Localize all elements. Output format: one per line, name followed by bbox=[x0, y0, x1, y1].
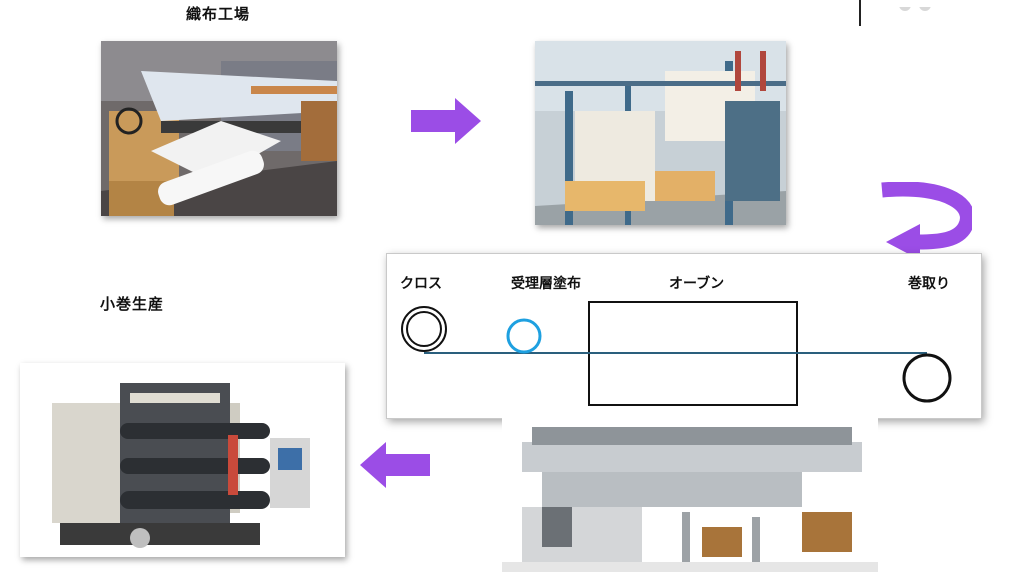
winding-roll bbox=[902, 353, 952, 403]
process-label-receiving-layer-coating: 受理層塗布 bbox=[511, 276, 581, 292]
header-decoration bbox=[885, 0, 945, 11]
curved-arrow-icon bbox=[880, 181, 975, 264]
coating-roller bbox=[506, 318, 542, 354]
weaving-factory-label: 織布工場 bbox=[186, 5, 251, 23]
weaving-factory-photo bbox=[101, 41, 337, 216]
small-roll-production-label: 小巻生産 bbox=[100, 295, 165, 313]
slitter-machine-photo bbox=[20, 363, 345, 557]
coating-machine-photo bbox=[535, 41, 786, 225]
process-diagram-panel: クロス 受理層塗布 オーブン 巻取り bbox=[386, 253, 982, 419]
process-label-cloth: クロス bbox=[400, 276, 442, 292]
cloth-roll bbox=[401, 306, 447, 352]
process-label-winding: 巻取り bbox=[908, 276, 950, 292]
coating-line-photo bbox=[502, 417, 878, 572]
right-arrow-icon bbox=[411, 98, 481, 144]
left-arrow-icon bbox=[360, 442, 430, 488]
header-divider bbox=[859, 0, 861, 26]
process-label-oven: オーブン bbox=[669, 276, 725, 292]
